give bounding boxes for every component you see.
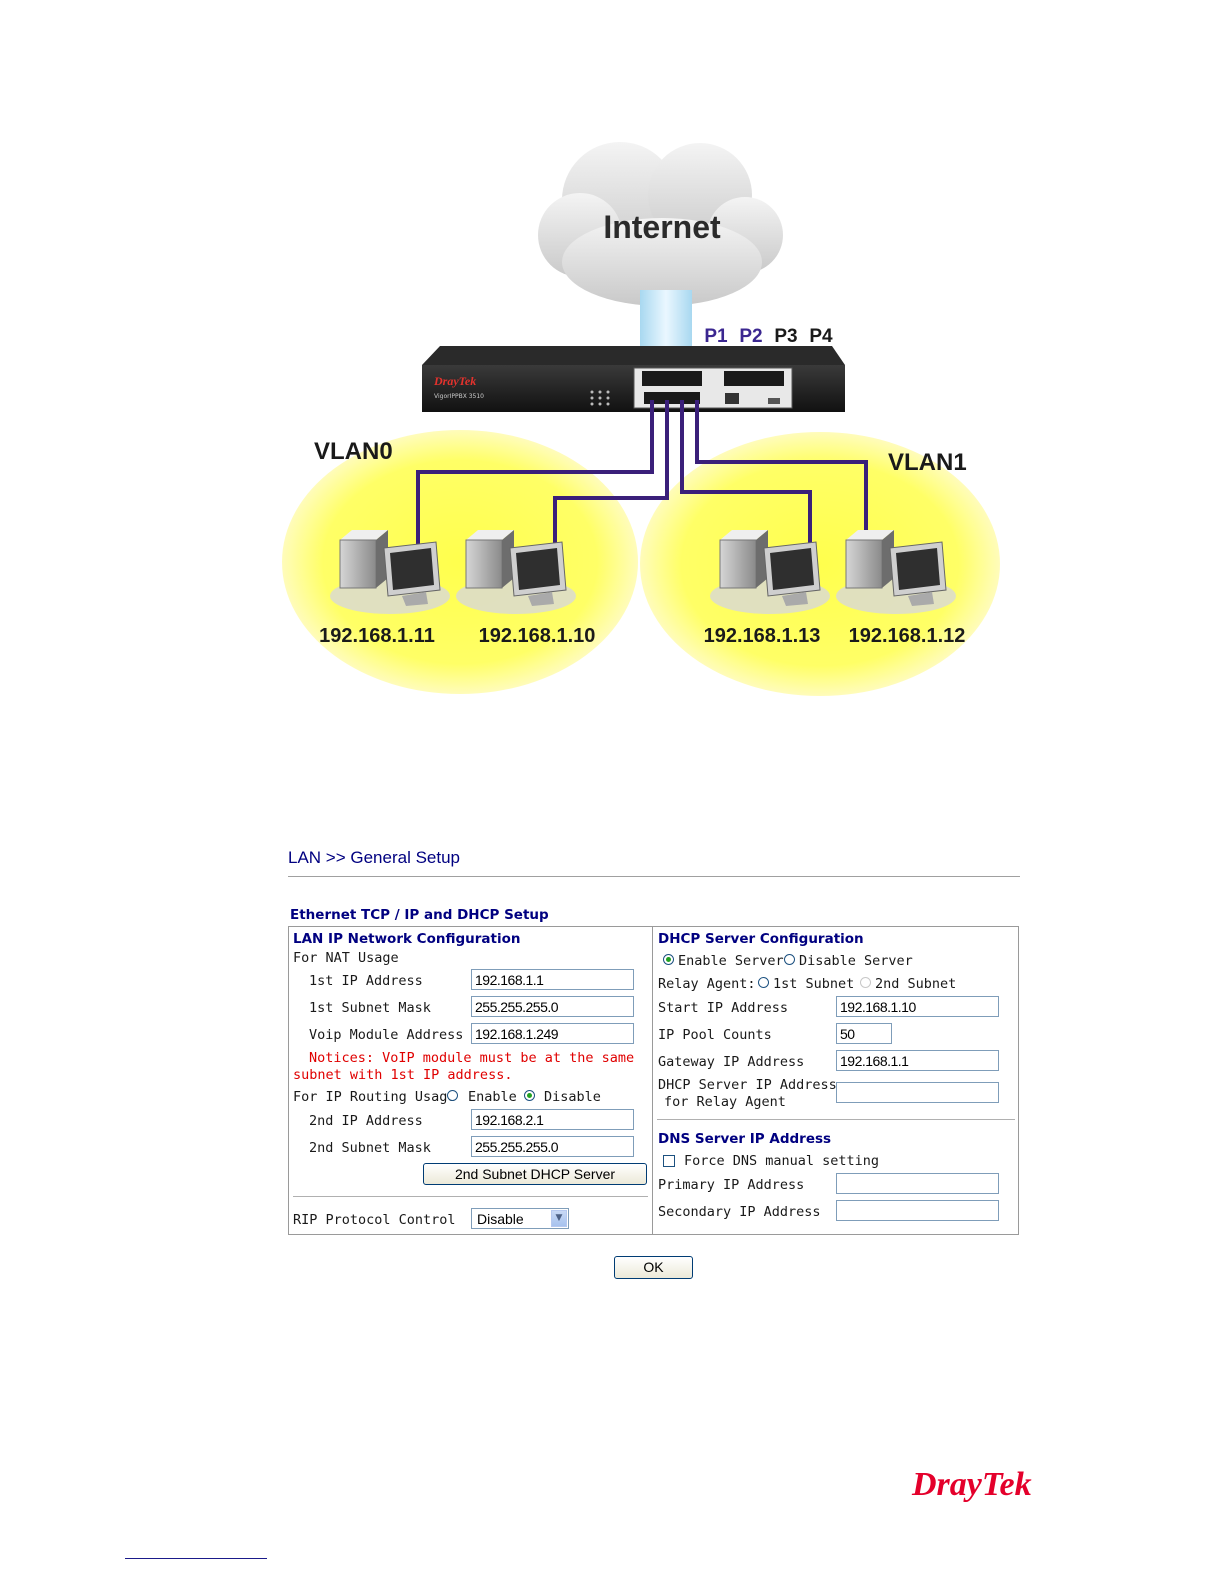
routing-enable-radio[interactable]: [447, 1090, 458, 1101]
voip-notice-line1: Notices: VoIP module must be at the same: [309, 1050, 634, 1066]
network-diagram: Internet P1 P2 P3 P4 DrayTek VigorIPPBX …: [0, 0, 1224, 720]
dhcp-config-header: DHCP Server Configuration: [658, 931, 864, 947]
mask2-label: 2nd Subnet Mask: [309, 1140, 431, 1156]
page-title: LAN >> General Setup: [288, 848, 460, 868]
port-label-p3: P3: [774, 326, 797, 347]
ip2-input[interactable]: 192.168.2.1: [471, 1109, 634, 1130]
secondary-dns-input[interactable]: [836, 1200, 999, 1221]
lan-config-header: LAN IP Network Configuration: [293, 931, 520, 947]
routing-disable-label: Disable: [544, 1089, 601, 1105]
ip1-label: 1st IP Address: [309, 973, 423, 989]
ip2-label: 2nd IP Address: [309, 1113, 423, 1129]
routing-enable-label: Enable: [468, 1089, 517, 1105]
port-label-p1: P1: [704, 326, 728, 347]
relay-server-ip-label: DHCP Server IP Address: [658, 1077, 837, 1093]
dhcp-enable-label: Enable Server: [678, 953, 784, 969]
host-ip-label: 192.168.1.12: [849, 625, 966, 647]
router-brand-logo: DrayTek: [433, 374, 476, 388]
nat-usage-label: For NAT Usage: [293, 950, 399, 966]
footer-rule: [125, 1558, 267, 1559]
force-dns-label: Force DNS manual setting: [684, 1153, 879, 1169]
dhcp-disable-label: Disable Server: [799, 953, 913, 969]
force-dns-checkbox[interactable]: [663, 1155, 675, 1167]
lan-separator: [293, 1196, 648, 1197]
relay-1st-radio[interactable]: [758, 977, 769, 988]
ip1-input[interactable]: 192.168.1.1: [471, 969, 634, 990]
gateway-ip-label: Gateway IP Address: [658, 1054, 804, 1070]
routing-disable-radio[interactable]: [524, 1090, 535, 1101]
rip-select-value: Disable: [477, 1210, 524, 1228]
draytek-logo: DrayTek: [912, 1466, 1032, 1504]
relay-1st-label: 1st Subnet: [773, 976, 854, 992]
title-divider: [288, 876, 1020, 877]
voip-address-input[interactable]: 192.168.1.249: [471, 1023, 634, 1044]
vlan0-zone: [282, 430, 638, 694]
relay-server-ip-label-2: for Relay Agent: [664, 1094, 786, 1110]
rip-label: RIP Protocol Control: [293, 1212, 456, 1228]
host-ip-label: 192.168.1.10: [479, 625, 596, 647]
pool-counts-label: IP Pool Counts: [658, 1027, 772, 1043]
second-subnet-dhcp-button[interactable]: 2nd Subnet DHCP Server: [423, 1163, 647, 1185]
dhcp-disable-radio[interactable]: [784, 954, 795, 965]
ok-button[interactable]: OK: [614, 1256, 693, 1279]
mask1-input[interactable]: 255.255.255.0: [471, 996, 634, 1017]
routing-usage-label: For IP Routing Usage: [293, 1089, 456, 1105]
relay-2nd-label: 2nd Subnet: [875, 976, 956, 992]
dns-separator: [657, 1119, 1015, 1120]
dhcp-enable-radio[interactable]: [663, 954, 674, 965]
vlan1-label: VLAN1: [888, 449, 967, 476]
internet-label: Internet: [603, 209, 721, 245]
section-title: Ethernet TCP / IP and DHCP Setup: [290, 907, 549, 923]
start-ip-input[interactable]: 192.168.1.10: [836, 996, 999, 1017]
secondary-dns-label: Secondary IP Address: [658, 1204, 821, 1220]
port-label-p2: P2: [739, 326, 762, 347]
mask2-input[interactable]: 255.255.255.0: [471, 1136, 634, 1157]
primary-dns-label: Primary IP Address: [658, 1177, 804, 1193]
mask1-label: 1st Subnet Mask: [309, 1000, 431, 1016]
rip-select[interactable]: Disable ▼: [471, 1208, 569, 1229]
relay-server-ip-input[interactable]: [836, 1082, 999, 1103]
relay-agent-label: Relay Agent:: [658, 976, 756, 992]
voip-address-label: Voip Module Address: [309, 1027, 463, 1043]
panel-divider: [652, 926, 653, 1235]
gateway-ip-input[interactable]: 192.168.1.1: [836, 1050, 999, 1071]
primary-dns-input[interactable]: [836, 1173, 999, 1194]
chevron-down-icon[interactable]: ▼: [551, 1210, 567, 1227]
host-ip-label: 192.168.1.11: [319, 625, 435, 647]
host-ip-label: 192.168.1.13: [704, 625, 821, 647]
voip-notice-line2: subnet with 1st IP address.: [293, 1067, 512, 1083]
port-label-p4: P4: [809, 326, 833, 347]
vlan0-label: VLAN0: [314, 438, 393, 465]
pool-counts-input[interactable]: 50: [836, 1023, 892, 1044]
router-model-label: VigorIPPBX 3510: [434, 393, 484, 400]
dns-header: DNS Server IP Address: [658, 1131, 831, 1147]
uplink-beam: [640, 290, 692, 348]
relay-2nd-radio[interactable]: [860, 977, 871, 988]
start-ip-label: Start IP Address: [658, 1000, 788, 1016]
router-device: [422, 346, 845, 412]
